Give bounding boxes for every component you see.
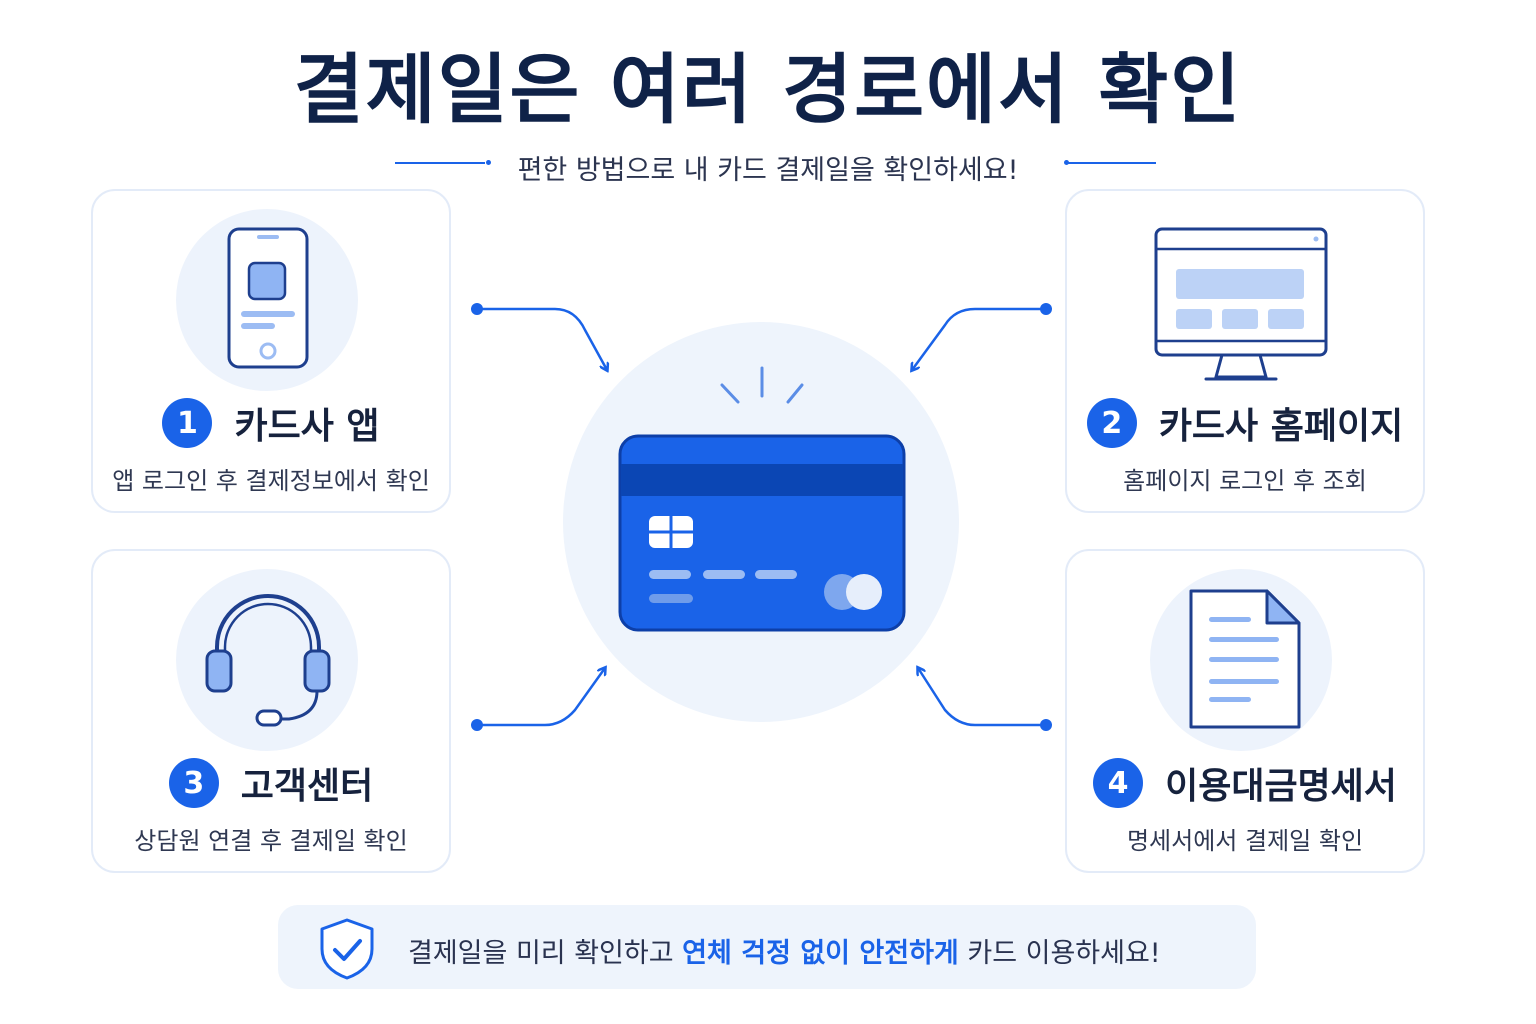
method-card-head: 2 카드사 홈페이지 [1067,397,1423,449]
method-card-homepage[interactable]: 2 카드사 홈페이지 홈페이지 로그인 후 조회 [1065,189,1425,513]
method-title: 카드사 홈페이지 [1158,406,1404,447]
method-card-head: 1 카드사 앱 [93,397,449,449]
subtitle-rule-right [1068,162,1156,164]
method-card-app[interactable]: 1 카드사 앱 앱 로그인 후 결제정보에서 확인 [91,189,451,513]
arrow-from-statement [918,668,1052,731]
banner-text: 결제일을 미리 확인하고 연체 걱정 없이 안전하게 카드 이용하세요! [408,931,1161,970]
subtitle-row: 편한 방법으로 내 카드 결제일을 확인하세요! [0,146,1536,186]
step-number: 3 [168,758,219,808]
document-icon [1189,589,1301,729]
monitor-icon [1154,227,1328,381]
arrow-from-homepage [912,303,1052,370]
step-number: 2 [1086,398,1137,448]
method-desc: 홈페이지 로그인 후 조회 [1123,467,1367,495]
banner-text-after: 카드 이용하세요! [958,938,1161,969]
page-title: 결제일은 여러 경로에서 확인 [293,45,1243,134]
smartphone-icon [227,227,309,369]
headset-icon [205,594,331,727]
method-desc: 명세서에서 결제일 확인 [1126,827,1364,855]
credit-card-icon [618,366,906,632]
method-desc: 상담원 연결 후 결제일 확인 [134,827,408,855]
subtitle-dot-left [486,160,491,165]
method-desc: 앱 로그인 후 결제정보에서 확인 [112,467,430,495]
banner-text-before: 결제일을 미리 확인하고 [408,938,683,969]
step-number: 1 [162,398,213,448]
method-title: 고객센터 [240,766,374,807]
subtitle-dot-right [1064,160,1069,165]
method-title: 이용대금명세서 [1165,766,1397,807]
method-card-head: 4 이용대금명세서 [1067,757,1423,809]
arrow-from-app [471,303,607,370]
method-card-statement[interactable]: 4 이용대금명세서 명세서에서 결제일 확인 [1065,549,1425,873]
arrow-from-callcenter [471,668,605,731]
banner-text-highlight: 연체 걱정 없이 안전하게 [682,938,959,969]
shield-check-icon [320,918,374,980]
method-card-head: 3 고객센터 [93,757,449,809]
subtitle: 편한 방법으로 내 카드 결제일을 확인하세요! [517,155,1019,186]
step-number: 4 [1093,758,1144,808]
method-title: 카드사 앱 [234,406,380,447]
info-banner: 결제일을 미리 확인하고 연체 걱정 없이 안전하게 카드 이용하세요! [278,905,1256,989]
method-card-callcenter[interactable]: 3 고객센터 상담원 연결 후 결제일 확인 [91,549,451,873]
subtitle-rule-left [395,162,485,164]
